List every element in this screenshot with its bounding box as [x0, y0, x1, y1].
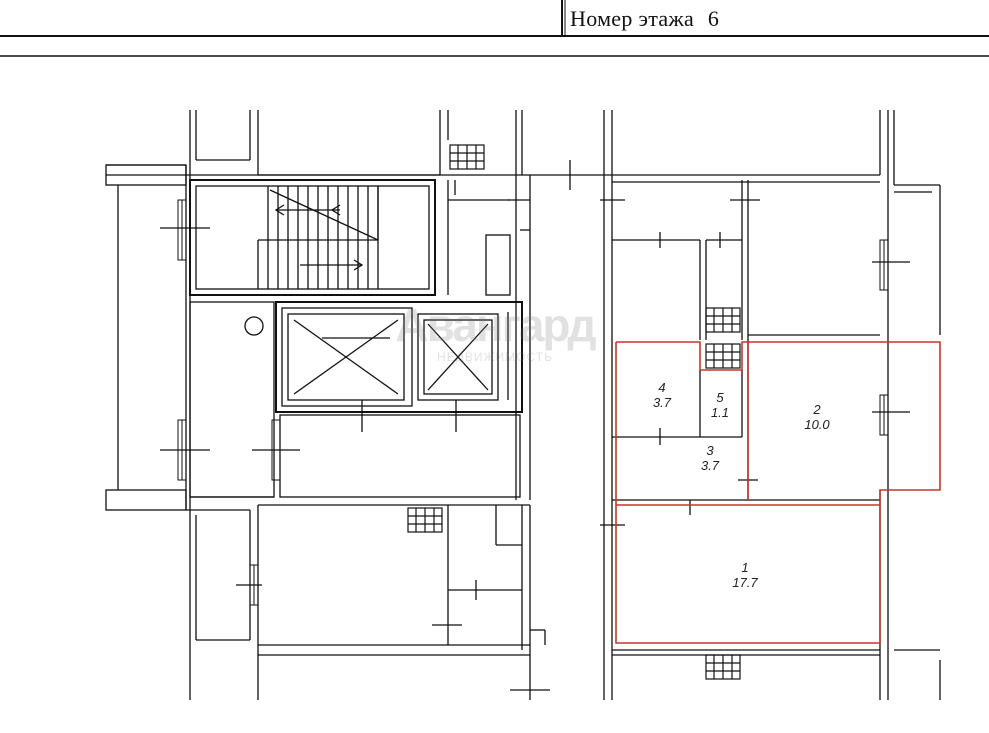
windows: [177, 199, 889, 606]
room-label-2: 2 10.0: [797, 402, 837, 432]
room-area: 3.7: [652, 395, 672, 410]
room-number: 4: [658, 380, 666, 395]
room-label-5: 5 1.1: [702, 390, 738, 420]
floor-label: Номер этажа 6: [570, 6, 719, 32]
room-area: 10.0: [804, 417, 830, 432]
room-number: 5: [716, 390, 724, 405]
room-label-3: 3 3.7: [690, 443, 730, 473]
room-number: 2: [813, 402, 821, 417]
floor-number: 6: [707, 6, 720, 31]
room-area: 3.7: [700, 458, 720, 473]
floor-label-text: Номер этажа: [570, 6, 695, 31]
title-block-lines: [0, 0, 989, 37]
title-block: Номер этажа 6: [0, 0, 989, 40]
room-label-1: 1 17.7: [725, 560, 765, 590]
room-area: 1.1: [710, 405, 730, 420]
room-area: 17.7: [732, 575, 758, 590]
plan-walls: [0, 55, 989, 700]
ventilation-grilles: [407, 144, 741, 680]
room-number: 3: [706, 443, 714, 458]
room-number: 1: [741, 560, 749, 575]
apartment-outline: [615, 341, 941, 644]
room-label-4: 4 3.7: [642, 380, 682, 410]
